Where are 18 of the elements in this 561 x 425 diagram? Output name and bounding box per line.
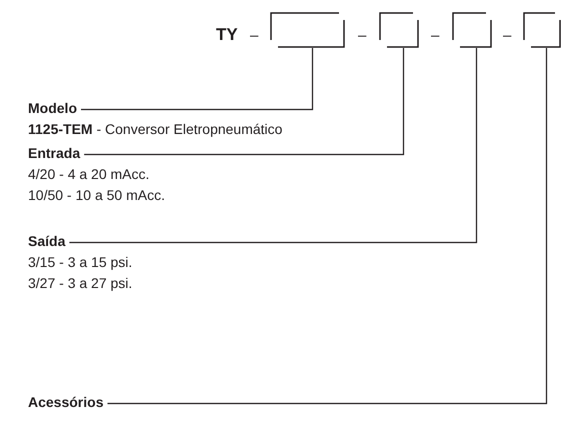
option-text: 3/27 - 3 a 27 psi. xyxy=(28,274,132,293)
option-text: 3/15 - 3 a 15 psi. xyxy=(28,253,132,272)
separator-dash: – xyxy=(250,26,258,46)
option-text: 4/20 - 4 a 20 mAcc. xyxy=(28,165,150,184)
code-prefix: TY xyxy=(216,24,238,45)
option-text: 10/50 - 10 a 50 mAcc. xyxy=(28,186,165,205)
separator-dash: – xyxy=(358,26,366,46)
option-text: 1125-TEM - Conversor Eletropneumático xyxy=(28,120,282,139)
section-heading: Modelo xyxy=(28,99,77,118)
separator-dash: – xyxy=(431,26,440,46)
leader-line xyxy=(69,48,478,244)
separator-dash: – xyxy=(503,26,512,46)
section-heading: Saída xyxy=(28,232,66,251)
section-heading: Entrada xyxy=(28,144,80,163)
section-heading: Acessórios xyxy=(28,393,104,412)
leader-line xyxy=(107,48,548,404)
leader-line xyxy=(81,48,314,110)
leader-line xyxy=(84,48,404,156)
